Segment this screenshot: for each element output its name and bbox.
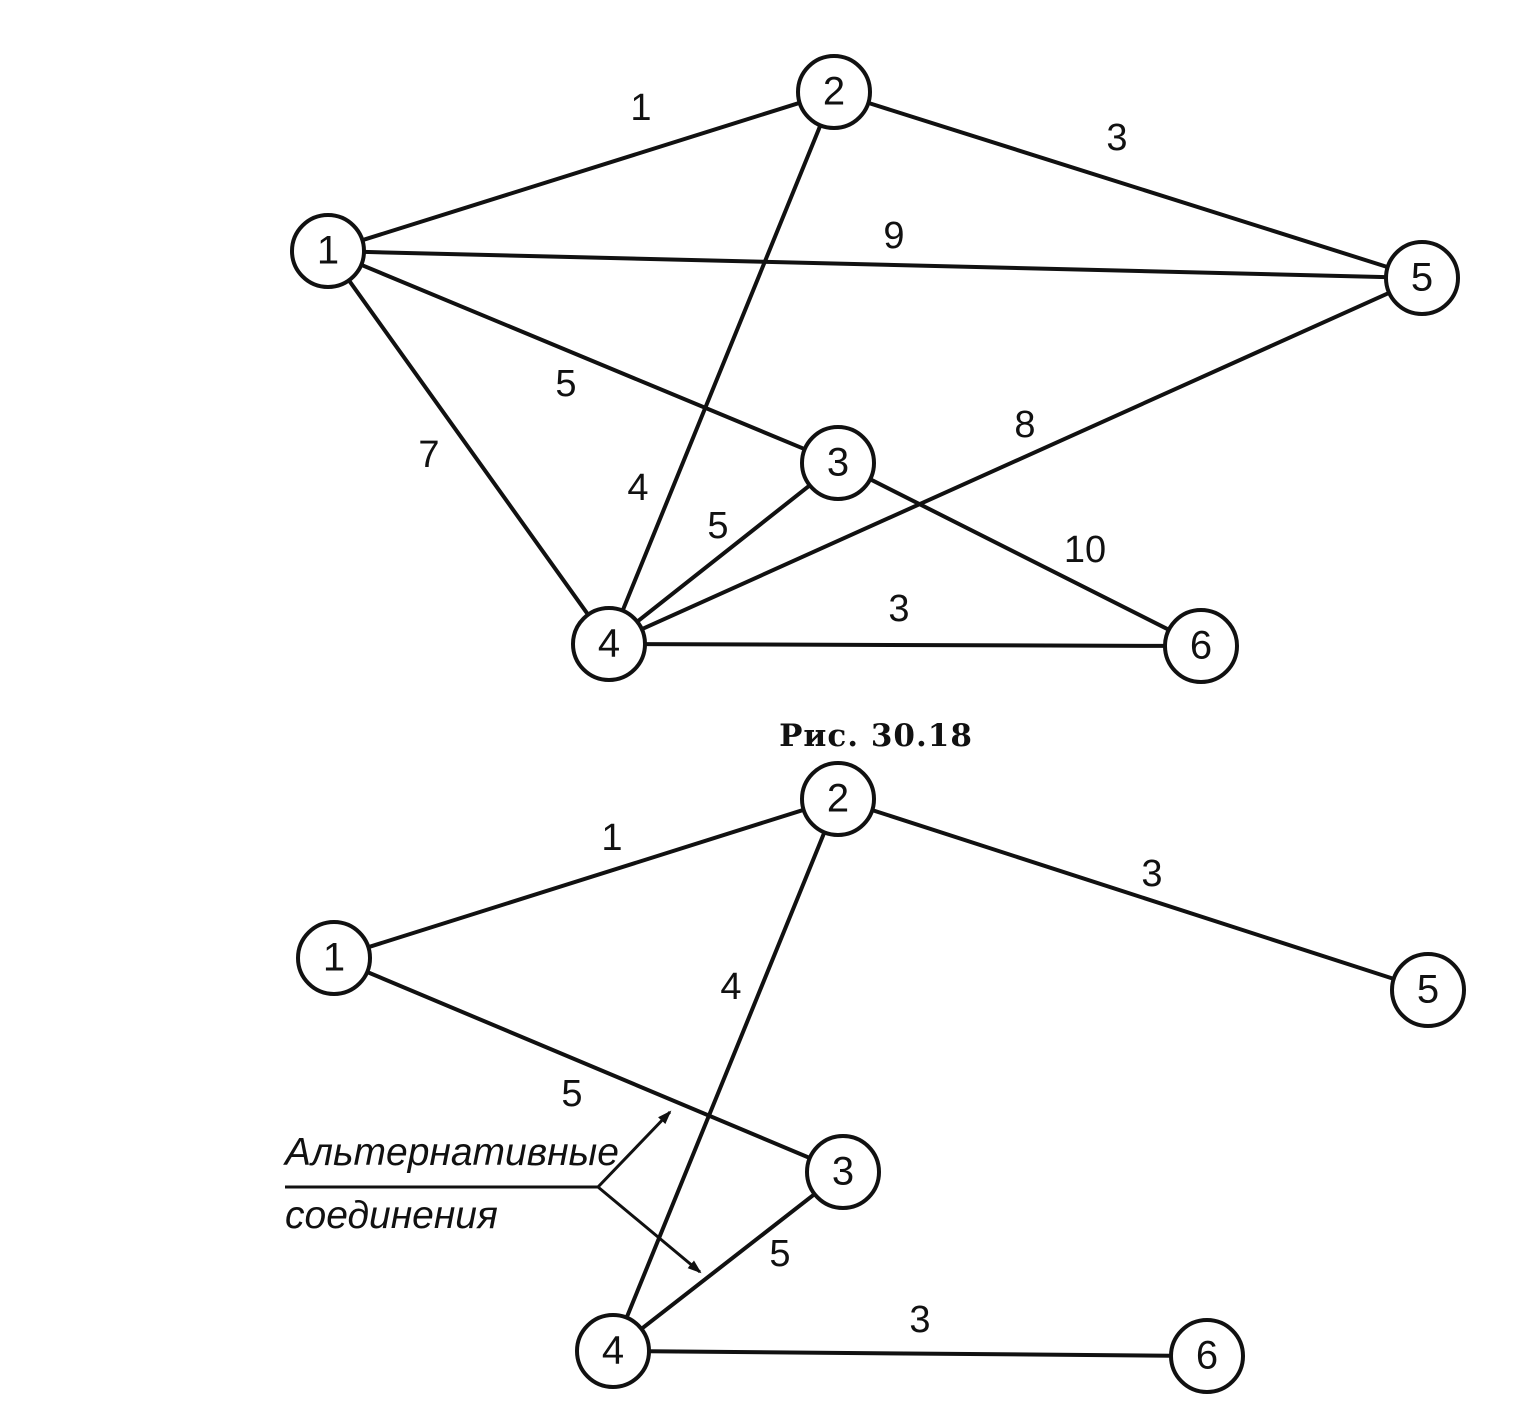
tree-node-3	[805, 1134, 881, 1210]
tree-edge-weight-4-3: 5	[769, 1233, 790, 1275]
tree-edge-2-4	[624, 830, 827, 1320]
tree-node-1	[296, 920, 372, 996]
full-edge-4-6	[643, 642, 1167, 648]
tree-edge-weight-2-5: 3	[1141, 853, 1162, 895]
tree-edge-weight-1-2: 1	[601, 817, 622, 859]
full-edge-4-5	[639, 290, 1392, 632]
tree-edge-4-6	[647, 1349, 1173, 1358]
full-edge-weight-2-5: 3	[1106, 117, 1127, 159]
tree-node-4	[575, 1313, 651, 1389]
tree-node-label-4: 4	[602, 1329, 624, 1373]
tree-edge-weight-1-3: 5	[561, 1073, 582, 1115]
full-node-5	[1384, 240, 1460, 316]
full-edge-1-4	[346, 278, 591, 617]
figure-caption: Рис. 30.18	[779, 718, 973, 754]
tree-edge-2-5	[870, 808, 1396, 981]
full-node-label-6: 6	[1190, 624, 1212, 668]
tree-node-label-5: 5	[1417, 968, 1439, 1012]
arrow-to-edge-4-3	[597, 1185, 702, 1274]
full-edge-4-3	[635, 483, 812, 624]
full-edge-weight-4-5: 8	[1014, 404, 1035, 446]
full-node-1	[290, 213, 366, 289]
full-node-4	[571, 606, 647, 682]
graph-tree-nodes: 1 2 3 4 5 6	[296, 761, 1466, 1394]
full-edge-weight-4-3: 5	[707, 505, 728, 547]
tree-node-label-2: 2	[827, 777, 849, 821]
graph-full-nodes: 1 2 3 4 5 6	[290, 54, 1460, 684]
full-node-label-5: 5	[1411, 256, 1433, 300]
full-edge-weight-4-6: 3	[888, 588, 909, 630]
annotation-line2: соединения	[285, 1194, 498, 1237]
full-edge-3-6	[868, 477, 1171, 632]
tree-node-label-1: 1	[323, 936, 345, 980]
full-node-label-3: 3	[827, 441, 849, 485]
full-edge-weight-1-4: 7	[418, 434, 439, 476]
full-node-label-1: 1	[317, 229, 339, 273]
arrow-to-edge-1-3	[596, 1110, 672, 1189]
full-node-label-2: 2	[823, 70, 845, 114]
full-edge-1-3	[359, 262, 807, 452]
full-node-6	[1163, 608, 1239, 684]
annotation-line1: Альтернативные	[283, 1131, 619, 1174]
full-node-2	[796, 54, 872, 130]
tree-node-6	[1169, 1318, 1245, 1394]
graph-full-edges	[346, 100, 1392, 648]
tree-edge-1-2	[366, 807, 806, 950]
full-node-label-4: 4	[598, 622, 620, 666]
tree-edge-weight-2-4: 4	[720, 966, 741, 1008]
full-edge-1-2	[360, 100, 802, 243]
tree-node-label-6: 6	[1196, 1334, 1218, 1378]
full-edge-2-5	[866, 100, 1390, 270]
tree-node-label-3: 3	[832, 1150, 854, 1194]
tree-node-2	[800, 761, 876, 837]
tree-edge-4-3	[639, 1192, 817, 1331]
alternative-connections-annotation: Альтернативные соединения	[283, 1110, 702, 1274]
full-edge-weight-1-5: 9	[883, 215, 904, 257]
full-edge-1-5	[362, 249, 1388, 280]
full-edge-weight-1-2: 1	[630, 87, 651, 129]
tree-node-5	[1390, 952, 1466, 1028]
tree-edge-weight-4-6: 3	[909, 1299, 930, 1341]
tree-edge-1-3	[365, 970, 812, 1160]
full-node-3	[800, 425, 876, 501]
full-edge-2-4	[620, 123, 823, 613]
graph-tree-edges	[365, 807, 1396, 1358]
full-edge-weight-1-3: 5	[555, 363, 576, 405]
full-edge-weight-3-6: 10	[1064, 529, 1106, 571]
full-edge-weight-2-4: 4	[627, 467, 648, 509]
